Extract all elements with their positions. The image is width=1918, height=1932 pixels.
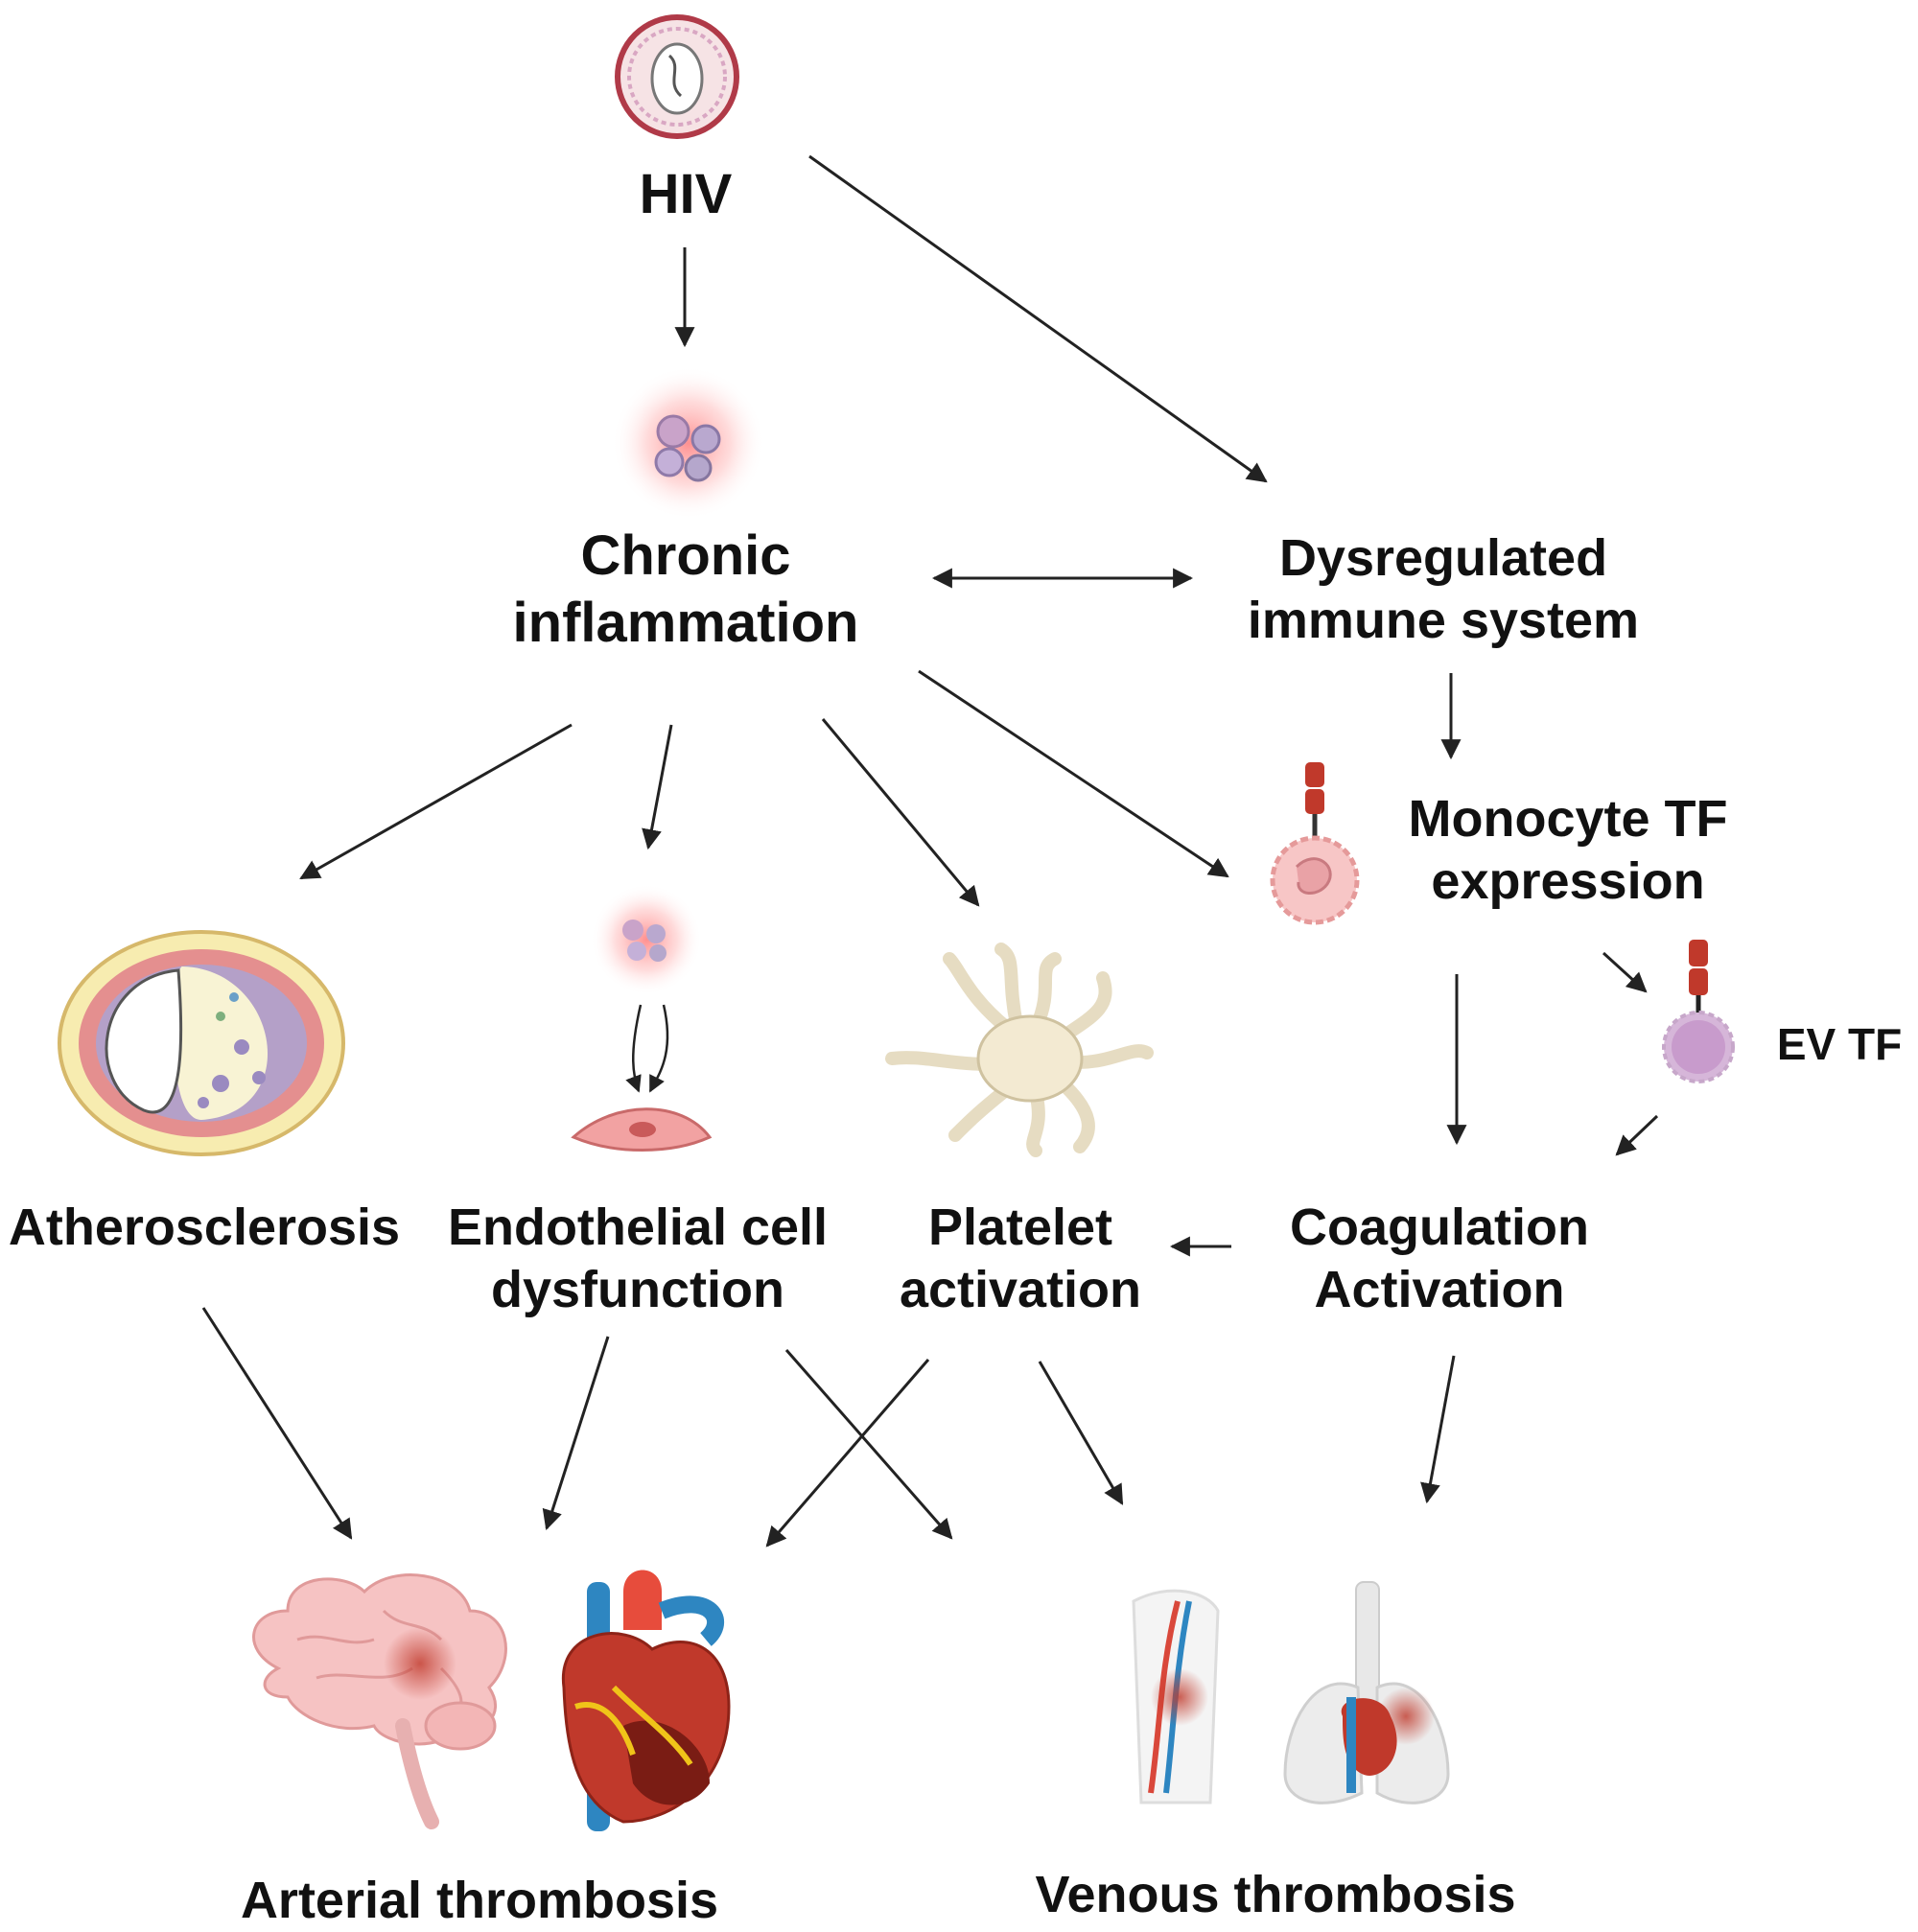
arrow-platelet-to-arterial [765,1359,930,1548]
label-hiv: HIV [639,163,733,225]
arrow-ev-to-coagulation [1615,1114,1659,1156]
heart-icon [561,1570,731,1831]
label-ev-tf: EV TF [1776,1019,1903,1069]
label-venous-thrombosis: Venous thrombosis [1035,1866,1516,1923]
hiv-virus-icon [615,14,739,139]
arrow-platelet-to-venous [1038,1361,1124,1505]
arrow-endothelial-to-arterial [542,1336,610,1531]
atherosclerotic-artery-icon [58,930,345,1156]
label-arterial-thrombosis: Arterial thrombosis [240,1872,719,1929]
label-platelet-activation: Platelet activation [899,1199,1142,1318]
label-chronic-inflammation: Chronic inflammation [512,524,859,654]
inflamed-cells-icon [612,366,765,520]
label-coagulation-activation: Coagulation Activation [1290,1199,1589,1318]
flow-arrows [201,154,1659,1548]
arrow-inflammation-to-platelet [821,718,980,907]
arrow-inflammation-to-atherosclerosis [299,723,573,880]
arrow-coagulation-to-venous [1420,1355,1456,1504]
arrow-monocyte-to-ev [1602,951,1648,993]
arrow-atherosclerosis-to-arterial [201,1307,353,1540]
arrow-inflammation-to-endothelial [642,724,673,850]
arrow-endothelial-to-venous [784,1349,953,1540]
brain-icon [252,1573,507,1829]
leg-vessels-icon [1132,1589,1220,1804]
label-atherosclerosis: Atherosclerosis [8,1199,401,1256]
label-endothelial-cell-dysfunction: Endothelial cell dysfunction [447,1199,829,1318]
label-dysregulated-immune-system: Dysregulated immune system [1247,529,1640,649]
arrow-hiv-to-immune [808,154,1268,483]
lungs-icon [1283,1581,1450,1804]
activated-platelet-icon [885,943,1154,1157]
endothelial-cell-icon [571,884,713,1152]
label-monocyte-tf-expression: Monocyte TF expression [1408,790,1728,910]
monocyte-tf-icon [1270,762,1360,925]
extracellular-vesicle-icon [1662,940,1735,1083]
arrow-inflammation-to-monocyte [918,669,1229,878]
